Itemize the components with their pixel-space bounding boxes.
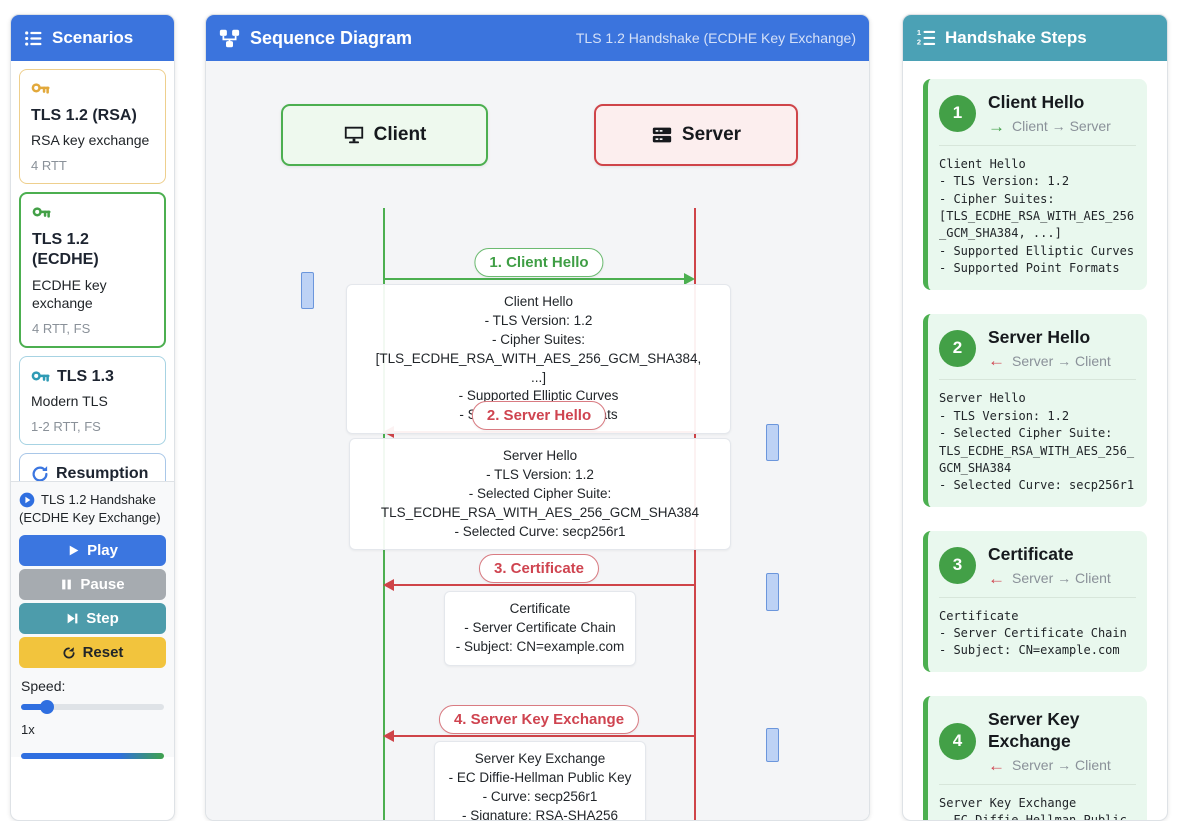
scenario-title: TLS 1.2 (RSA) xyxy=(31,107,137,124)
scenario-desc: ECDHE key exchange xyxy=(32,276,107,312)
step-detail: Server Key Exchange - EC Diffie-Hellman … xyxy=(939,795,1127,821)
server-icon xyxy=(651,124,673,146)
step-number-badge: 2 xyxy=(939,329,976,367)
speed-label: Speed: xyxy=(21,678,66,695)
sequence-diagram-panel: Sequence Diagram TLS 1.2 Handshake (ECDH… xyxy=(205,14,870,821)
arrowhead-icon xyxy=(383,730,394,742)
step-title: Certificate xyxy=(988,543,1074,564)
divider xyxy=(939,783,1136,785)
diagram-icon xyxy=(219,28,240,49)
progress-bar xyxy=(21,753,164,760)
steps-title: Handshake Steps xyxy=(945,28,1087,47)
diagram-subtitle: TLS 1.2 Handshake (ECDHE Key Exchange) xyxy=(575,30,856,46)
reset-button[interactable]: Reset xyxy=(19,637,166,669)
message-label-pill: 1. Client Hello xyxy=(474,248,604,277)
activation-bar xyxy=(766,728,779,762)
play-circle-icon xyxy=(19,492,35,508)
step-detail: Client Hello - TLS Version: 1.2 - Cipher… xyxy=(939,156,1135,276)
diagram-title: Sequence Diagram xyxy=(250,27,413,48)
scenario-desc: RSA key exchange xyxy=(31,132,150,149)
step-number-badge: 4 xyxy=(939,722,976,760)
activation-bar xyxy=(766,573,779,611)
activation-bar xyxy=(766,424,779,461)
arrow-left-icon: ← xyxy=(988,755,1005,775)
list-icon xyxy=(24,29,43,48)
scenario-title: Resumption xyxy=(56,464,149,482)
slider-thumb[interactable] xyxy=(39,700,54,715)
step-route: Client → Server xyxy=(1012,118,1111,135)
actor-client: Client xyxy=(281,104,488,166)
step-number-badge: 3 xyxy=(939,546,976,584)
svg-text:2: 2 xyxy=(917,38,921,47)
pause-button[interactable]: Pause xyxy=(19,569,166,601)
scenarios-panel: Scenarios TLS 1.2 (RSA) RSA key exchange 4… xyxy=(10,14,175,821)
message-label-pill: 2. Server Hello xyxy=(471,401,607,430)
diagram-header: Sequence Diagram TLS 1.2 Handshake (ECDH… xyxy=(206,15,869,61)
playback-controls: TLS 1.2 Handshake (ECDHE Key Exchange) P… xyxy=(11,481,174,760)
step-button[interactable]: Step xyxy=(19,603,166,635)
speed-value: 1x xyxy=(21,722,35,738)
divider xyxy=(939,379,1136,381)
refresh-icon xyxy=(31,465,49,483)
scenarios-header: Scenarios xyxy=(11,15,174,61)
play-button[interactable]: Play xyxy=(19,535,166,567)
arrow-left-icon: ← xyxy=(988,351,1005,371)
actor-server: Server xyxy=(594,104,798,166)
message-arrow xyxy=(384,278,684,280)
step-title: Server Key Exchange xyxy=(988,708,1080,751)
step-detail: Server Hello - TLS Version: 1.2 - Select… xyxy=(939,391,1135,493)
monitor-icon xyxy=(343,124,365,146)
scenario-card-tls-1.2-rsa-[interactable]: TLS 1.2 (RSA) RSA key exchange 4 RTT xyxy=(19,69,166,184)
now-playing-line1: TLS 1.2 Handshake xyxy=(41,492,156,507)
scenario-title: TLS 1.3 xyxy=(57,367,114,385)
step-route: Server → Client xyxy=(1012,352,1111,369)
actor-label: Client xyxy=(373,124,427,145)
arrowhead-icon xyxy=(684,273,695,285)
actor-label: Server xyxy=(681,124,742,145)
step-route: Server → Client xyxy=(1012,570,1111,587)
activation-bar xyxy=(301,272,314,309)
step-route: Server → Client xyxy=(1012,757,1111,774)
arrow-right-icon: → xyxy=(988,116,1005,136)
message-detail-box: Server Hello - TLS Version: 1.2 - Select… xyxy=(349,438,731,551)
scenario-meta: 4 RTT xyxy=(31,157,67,173)
arrowhead-icon xyxy=(383,579,394,591)
scenario-meta: 4 RTT, FS xyxy=(32,320,91,336)
scenarios-title: Scenarios xyxy=(52,28,134,47)
key-icon xyxy=(32,204,51,223)
divider xyxy=(939,144,1136,146)
message-arrow xyxy=(394,735,694,737)
message-detail-box: Server Key Exchange - EC Diffie-Hellman … xyxy=(434,741,646,820)
step-detail: Certificate - Server Certificate Chain -… xyxy=(939,608,1127,658)
step-number-badge: 1 xyxy=(939,94,976,132)
speed-slider[interactable] xyxy=(21,700,164,715)
scenario-desc: Modern TLS xyxy=(31,393,108,410)
step-title: Server Hello xyxy=(988,326,1091,347)
now-playing-line2: (ECDHE Key Exchange) xyxy=(19,510,161,526)
message-label-pill: 3. Certificate xyxy=(478,554,600,583)
scenario-card-tls-1.2-ecdhe-[interactable]: TLS 1.2 (ECDHE) ECDHE key exchange 4 RTT, … xyxy=(19,191,166,348)
scenario-meta: 1-2 RTT, FS xyxy=(31,418,101,434)
svg-text:1: 1 xyxy=(917,28,921,37)
scenario-title: TLS 1.2 (ECDHE) xyxy=(32,230,99,269)
arrow-left-icon: ← xyxy=(988,568,1005,588)
message-arrow xyxy=(394,584,694,586)
divider xyxy=(939,596,1136,598)
key-icon xyxy=(31,368,50,387)
message-label-pill: 4. Server Key Exchange xyxy=(438,705,640,734)
message-detail-box: Certificate - Server Certificate Chain -… xyxy=(444,591,636,666)
key-icon xyxy=(31,80,50,99)
step-title: Client Hello xyxy=(988,92,1085,112)
